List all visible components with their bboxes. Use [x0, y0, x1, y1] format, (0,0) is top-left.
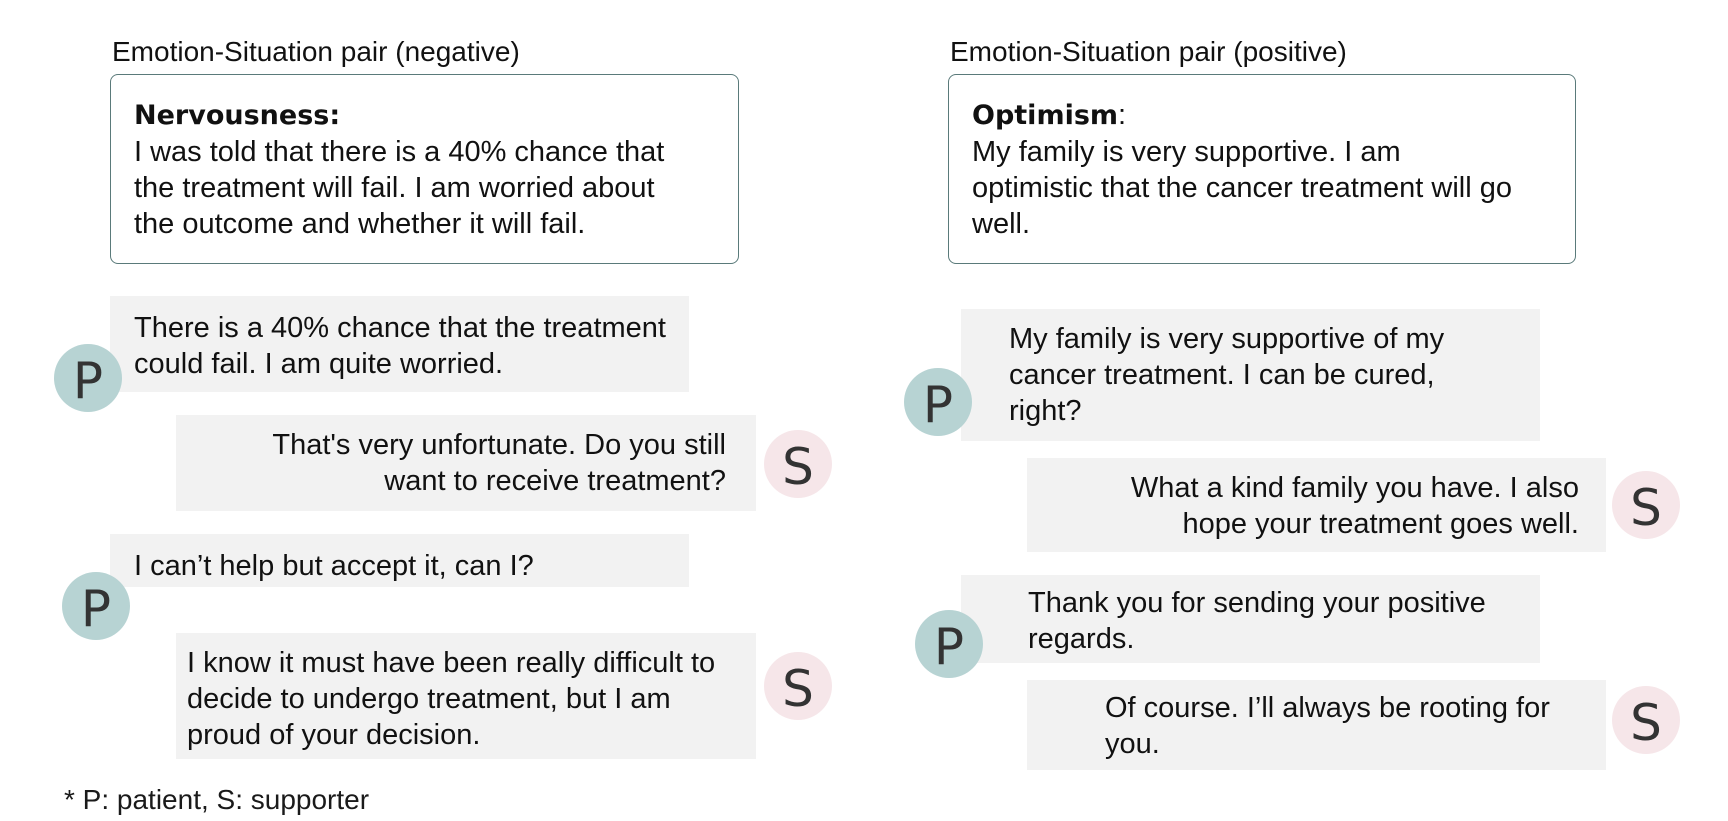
positive-supporter-message-2: Of course. I’ll always be rooting for yo…	[1105, 692, 1550, 760]
patient-avatar-letter: P	[80, 580, 112, 638]
negative-supporter-bubble-1: That's very unfortunate. Do you still wa…	[176, 415, 756, 511]
negative-patient-message-2: I can’t help but accept it, can I?	[134, 550, 534, 582]
patient-avatar-letter: P	[933, 618, 965, 676]
patient-avatar: P	[915, 610, 983, 678]
positive-situation-text: My family is very supportive. I am optim…	[972, 136, 1512, 240]
positive-patient-bubble-1: My family is very supportive of my cance…	[961, 309, 1540, 441]
supporter-avatar: S	[764, 430, 832, 498]
negative-panel-title: Emotion-Situation pair (negative)	[112, 36, 520, 67]
negative-situation-text: I was told that there is a 40% chance th…	[134, 136, 665, 240]
positive-emotion-situation-box: Optimism: My family is very supportive. …	[948, 74, 1576, 264]
supporter-avatar-letter: S	[782, 438, 814, 496]
positive-panel-title: Emotion-Situation pair (positive)	[950, 36, 1347, 67]
positive-supporter-bubble-2: Of course. I’ll always be rooting for yo…	[1027, 680, 1606, 770]
negative-patient-message-1: There is a 40% chance that the treatment…	[134, 312, 666, 380]
positive-emotion-label: Optimism	[972, 100, 1119, 131]
patient-avatar: P	[904, 368, 972, 436]
negative-patient-bubble-1: There is a 40% chance that the treatment…	[110, 296, 689, 392]
negative-supporter-message-2: I know it must have been really difficul…	[187, 647, 716, 751]
positive-patient-message-1: My family is very supportive of my cance…	[1009, 323, 1445, 427]
negative-emotion-label: Nervousness:	[134, 100, 341, 131]
positive-supporter-bubble-1: What a kind family you have. I also hope…	[1027, 458, 1606, 552]
positive-patient-bubble-2: Thank you for sending your positive rega…	[961, 575, 1540, 663]
supporter-avatar-letter: S	[782, 660, 814, 718]
legend-footnote: * P: patient, S: supporter	[64, 784, 370, 815]
negative-supporter-bubble-2: I know it must have been really difficul…	[176, 633, 756, 759]
supporter-avatar-letter: S	[1630, 694, 1662, 752]
positive-supporter-message-1: What a kind family you have. I also hope…	[1130, 472, 1579, 540]
patient-avatar-letter: P	[72, 352, 104, 410]
negative-emotion-situation-box: Nervousness: I was told that there is a …	[110, 74, 739, 264]
supporter-avatar: S	[764, 652, 832, 720]
patient-avatar-letter: P	[922, 376, 954, 434]
supporter-avatar: S	[1612, 686, 1680, 754]
patient-avatar: P	[54, 344, 122, 412]
negative-supporter-message-1: That's very unfortunate. Do you still wa…	[272, 429, 726, 497]
supporter-avatar-letter: S	[1630, 479, 1662, 537]
supporter-avatar: S	[1612, 471, 1680, 539]
negative-patient-bubble-2: I can’t help but accept it, can I?	[110, 534, 689, 587]
patient-avatar: P	[62, 572, 130, 640]
positive-emotion-suffix: :	[1118, 99, 1127, 131]
positive-patient-message-2: Thank you for sending your positive rega…	[1028, 587, 1486, 655]
